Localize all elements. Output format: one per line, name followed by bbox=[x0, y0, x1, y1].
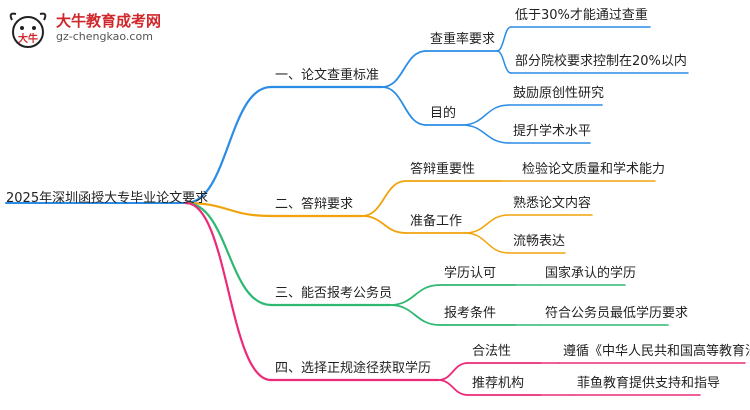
leaf-connector-2-2-2 bbox=[464, 232, 510, 254]
leaf-label-2-2-2: 流畅表达 bbox=[513, 234, 566, 249]
leaf-connector-1-2-1 bbox=[461, 104, 510, 126]
branch-connector-1 bbox=[184, 85, 273, 205]
leaf-label-2-1-1: 检验论文质量和学术能力 bbox=[522, 162, 666, 177]
branch-label-2: 二、答辩要求 bbox=[275, 197, 354, 212]
branch-connector-2 bbox=[184, 201, 273, 218]
sub-connector-2-1 bbox=[361, 180, 407, 217]
leaf-label-2-2-1: 熟悉论文内容 bbox=[513, 196, 592, 211]
sub-connector-3-1 bbox=[389, 284, 441, 306]
branch-label-1: 一、论文查重标准 bbox=[275, 68, 380, 83]
sub-label-2-2: 准备工作 bbox=[410, 214, 463, 229]
sub-label-4-1: 合法性 bbox=[472, 344, 512, 359]
logo-url: gz-chengkao.com bbox=[56, 30, 153, 43]
sub-connector-2-2 bbox=[361, 215, 407, 234]
branch-connector-4 bbox=[184, 201, 273, 382]
leaf-label-1-2-2: 提升学术水平 bbox=[513, 124, 592, 139]
logo-mark-text: 大牛 bbox=[18, 32, 38, 45]
leaf-label-3-1-1: 国家承认的学历 bbox=[545, 266, 637, 281]
logo-title: 大牛教育成考网 bbox=[56, 12, 162, 30]
leaf-label-3-2-1: 符合公务员最低学历要求 bbox=[545, 306, 689, 321]
leaf-label-1-1-2: 部分院校要求控制在20%以内 bbox=[515, 54, 687, 69]
branch-label-3: 三、能否报考公务员 bbox=[275, 286, 393, 301]
sub-connector-4-2 bbox=[437, 379, 469, 396]
ox-logo-icon: 大牛 bbox=[9, 12, 47, 48]
sub-connector-4-1 bbox=[437, 362, 469, 381]
sub-label-2-1: 答辩重要性 bbox=[410, 162, 476, 177]
sub-connector-3-2 bbox=[389, 304, 441, 326]
site-logo[interactable]: 大牛 大牛教育成考网 gz-chengkao.com bbox=[6, 8, 206, 52]
sub-label-1-1: 查重率要求 bbox=[430, 32, 496, 47]
leaf-connector-1-2-2 bbox=[461, 124, 510, 144]
sub-connector-1-2 bbox=[381, 86, 427, 126]
leaf-connector-1-1-2 bbox=[496, 50, 512, 74]
leaf-label-1-1-1: 低于30%才能通过查重 bbox=[515, 8, 648, 23]
branch-label-4: 四、选择正规途径获取学历 bbox=[275, 361, 432, 376]
sub-label-1-2: 目的 bbox=[430, 106, 457, 121]
leaf-connector-2-2-1 bbox=[464, 214, 510, 234]
leaf-label-1-2-1: 鼓励原创性研究 bbox=[513, 86, 605, 101]
branch-connector-3 bbox=[184, 201, 273, 307]
sub-label-3-1: 学历认可 bbox=[444, 266, 497, 281]
sub-connector-1-1 bbox=[381, 50, 427, 88]
sub-label-3-2: 报考条件 bbox=[444, 306, 497, 321]
root-topic: 2025年深圳函授大专毕业论文要求 bbox=[6, 191, 209, 206]
leaf-connector-1-1-1 bbox=[496, 26, 512, 52]
leaf-label-4-2-1: 菲鱼教育提供支持和指导 bbox=[577, 376, 721, 391]
sub-label-4-2: 推荐机构 bbox=[472, 376, 525, 391]
leaf-label-4-1-1: 遵循《中华人民共和国高等教育法》 bbox=[563, 344, 750, 359]
